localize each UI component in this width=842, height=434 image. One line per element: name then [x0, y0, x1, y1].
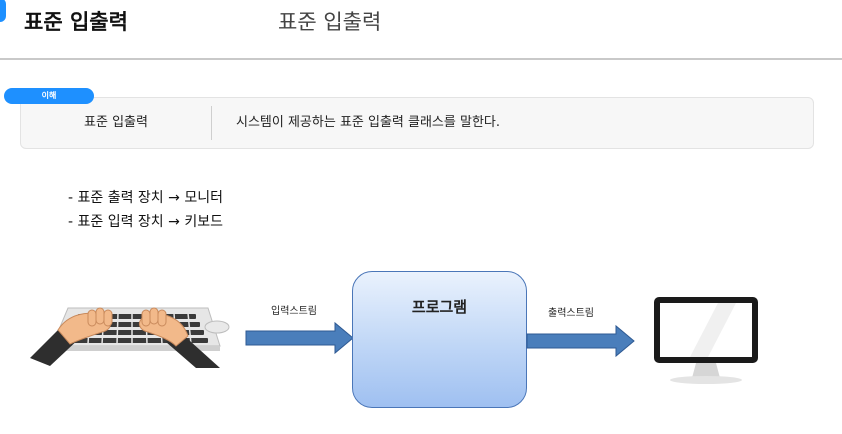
page-subtitle: 표준 입출력 — [278, 10, 382, 34]
definition-box: 표준 입출력 시스템이 제공하는 표준 입출력 클래스를 말한다. — [20, 97, 814, 149]
monitor-icon — [654, 297, 758, 384]
bullet-item-input-device: - 표준 입력 장치 → 키보드 — [68, 214, 223, 230]
definition-text: 시스템이 제공하는 표준 입출력 클래스를 말한다. — [236, 115, 500, 130]
header-divider — [0, 58, 842, 60]
output-stream-label: 출력스트림 — [548, 308, 594, 319]
input-stream-label: 입력스트림 — [271, 306, 317, 317]
keyboard-typing-icon — [30, 307, 230, 368]
definition-divider — [211, 106, 212, 140]
bullet-item-output-device: - 표준 출력 장치 → 모니터 — [68, 190, 223, 206]
page-title: 표준 입출력 — [24, 10, 128, 34]
output-stream-arrow — [526, 324, 635, 358]
input-stream-arrow — [245, 321, 354, 355]
bullet-list: - 표준 출력 장치 → 모니터 - 표준 입력 장치 → 키보드 — [68, 186, 223, 234]
definition-term: 표준 입출력 — [84, 115, 148, 130]
corner-accent — [0, 0, 6, 22]
program-label: 프로그램 — [411, 298, 468, 316]
understanding-tag: 이해 — [4, 88, 94, 104]
program-box: 프로그램 — [352, 271, 527, 408]
